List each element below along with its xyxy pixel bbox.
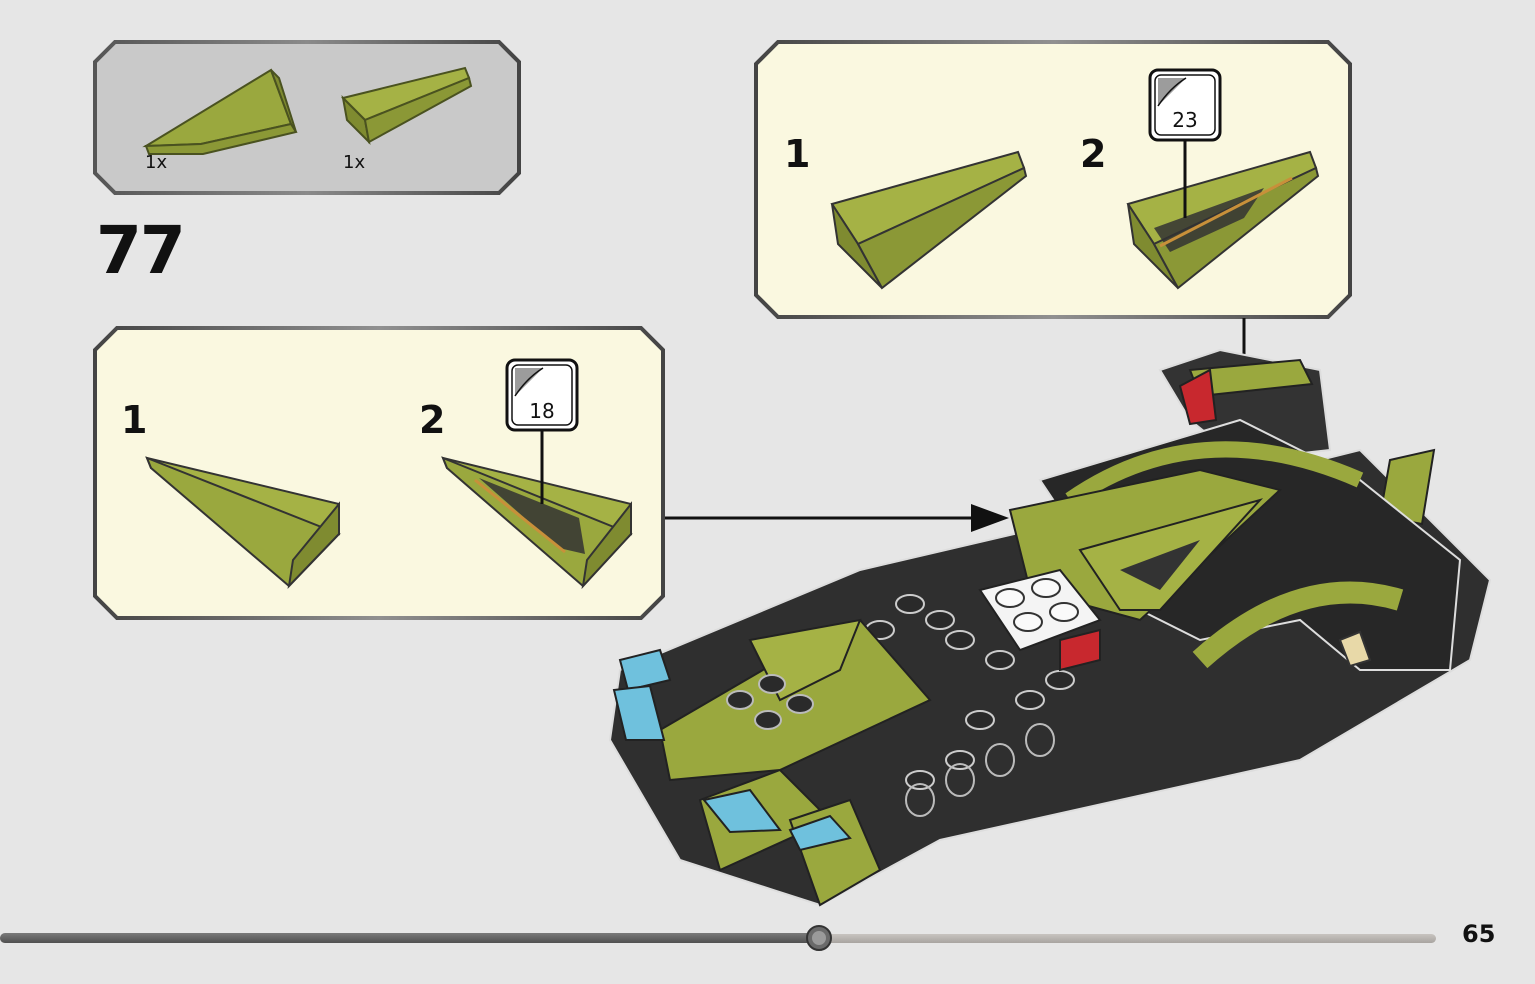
sticker-number: 18	[529, 399, 555, 423]
substep-number: 1	[121, 398, 148, 442]
wedge-plate-with-sticker-icon	[1126, 150, 1320, 290]
sticker-pointer	[1148, 68, 1222, 218]
progress-knob	[806, 925, 832, 951]
step-number: 77	[96, 212, 186, 289]
right-subassembly-callout: 1 2 23	[754, 40, 1352, 319]
substep-number: 1	[784, 132, 811, 176]
wedge-plate-assembly-icon	[145, 456, 341, 589]
left-subassembly-callout: 1 2 18	[93, 326, 665, 620]
sticker-pointer	[505, 358, 579, 504]
wedge-plate-with-sticker-icon	[441, 456, 633, 590]
part-quantity: 1x	[145, 152, 168, 173]
wedge-plate-right-part-icon	[341, 66, 473, 145]
substep-number: 2	[419, 398, 446, 442]
wedge-plate-left-part-icon	[142, 68, 298, 155]
page-number: 65	[1462, 920, 1496, 948]
parts-list-frame	[93, 40, 521, 195]
sticker-number: 23	[1172, 108, 1198, 132]
substep-number: 2	[1080, 132, 1107, 176]
part-quantity: 1x	[343, 152, 366, 173]
wedge-plate-assembly-icon	[830, 150, 1028, 290]
instruction-progress-bar	[0, 925, 1436, 951]
left-placement-arrow	[665, 504, 1009, 532]
progress-fill	[0, 933, 819, 943]
parts-list-box: 1x 1x	[93, 40, 521, 195]
race-car-model-illustration	[608, 348, 1492, 907]
